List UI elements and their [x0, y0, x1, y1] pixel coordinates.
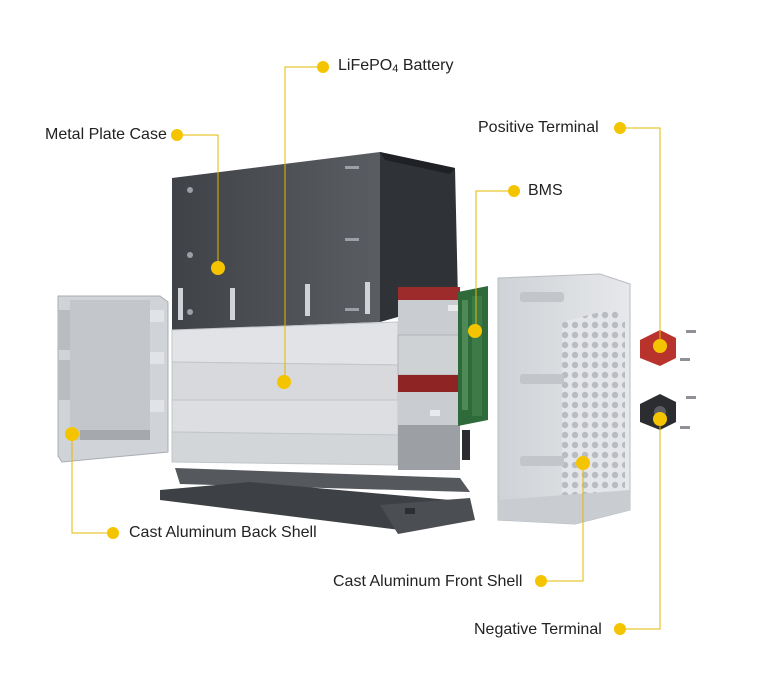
dot-front-shell-label — [535, 575, 547, 587]
dot-positive-target — [653, 339, 667, 353]
dot-bms-label — [508, 185, 520, 197]
dot-front-shell-target — [576, 456, 590, 470]
leader-back-shell — [71, 434, 113, 534]
front-shell-part — [497, 273, 631, 525]
metal-plate-case-part — [172, 152, 458, 330]
dot-battery-label — [317, 61, 329, 73]
dot-negative-target — [653, 412, 667, 426]
dot-positive-label — [614, 122, 626, 134]
label-cast-aluminum-back-shell: Cast Aluminum Back Shell — [129, 524, 317, 541]
dot-battery-target — [277, 375, 291, 389]
callout-dots — [65, 61, 667, 635]
dot-negative-label — [614, 623, 626, 635]
label-negative-terminal: Negative Terminal — [474, 621, 602, 638]
metal-base-part — [160, 468, 475, 534]
negative-terminal-part — [640, 394, 696, 430]
label-cast-aluminum-front-shell: Cast Aluminum Front Shell — [333, 573, 523, 590]
positive-terminal-part — [640, 330, 696, 366]
back-shell-part — [57, 295, 169, 463]
dot-metal-plate-label — [171, 129, 183, 141]
label-positive-terminal: Positive Terminal — [478, 119, 599, 136]
leader-lines — [71, 66, 661, 630]
dot-back-shell-label — [107, 527, 119, 539]
dot-metal-plate-target — [211, 261, 225, 275]
dot-bms-target — [468, 324, 482, 338]
leader-bms — [475, 190, 514, 331]
label-bms: BMS — [528, 182, 563, 199]
leader-negative — [620, 419, 661, 630]
label-metal-plate-case: Metal Plate Case — [45, 126, 167, 143]
label-lifepo4-battery: LiFePO4 Battery — [338, 57, 454, 78]
bms-board-part — [458, 286, 488, 460]
leader-metal-plate — [177, 134, 219, 268]
leader-battery — [284, 66, 323, 382]
label-battery-main: LiFePO — [338, 57, 393, 74]
label-battery-tail: Battery — [398, 57, 454, 74]
leader-front-shell — [541, 463, 584, 582]
dot-back-shell-target — [65, 427, 79, 441]
leader-positive — [620, 127, 661, 346]
label-battery-sub: 4 — [392, 63, 399, 75]
